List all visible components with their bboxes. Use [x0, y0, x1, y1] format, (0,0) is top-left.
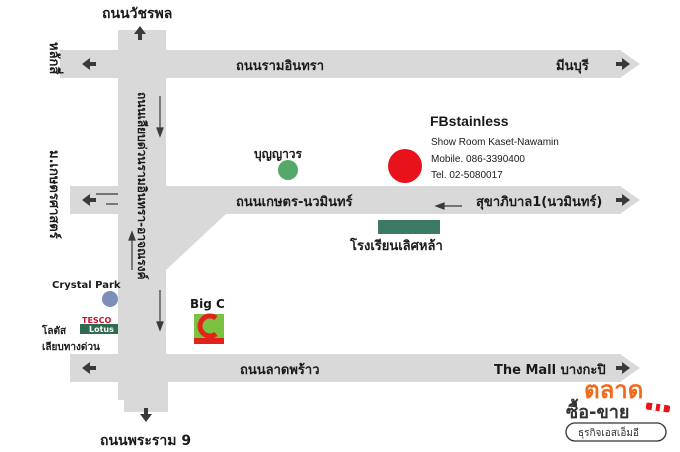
- label-bigc: Big C: [190, 297, 225, 311]
- road-network: [60, 30, 640, 412]
- label-road-north: ถนนวัชรพล: [102, 6, 172, 22]
- arrow-east-mid-icon: [616, 194, 630, 206]
- bigc-logo-icon: [194, 313, 224, 344]
- road-ram-inthra: [60, 50, 640, 78]
- road-rama9-stub: [124, 382, 168, 412]
- label-road-south: ถนนพระราม 9: [100, 433, 191, 449]
- label-lak-si: หลักสี่: [46, 42, 64, 74]
- tesco-brand-text: TESCO: [82, 316, 112, 325]
- label-crystal-park: Crystal Park: [52, 280, 121, 291]
- road-diagonal-band: [166, 214, 226, 270]
- lane-arrows: [96, 96, 462, 332]
- logo-line3: ธุรกิจเอสเอ็มอี: [578, 425, 639, 439]
- label-min-buri: มีนบุรี: [556, 58, 589, 74]
- label-the-mall: The Mall บางกะปิ: [494, 363, 606, 378]
- shop-location-marker-icon: [388, 149, 422, 183]
- label-road-bypass: ถนนเลียบด่วนรามอินทรา-อาจณรงค์: [135, 92, 149, 280]
- label-sukhaphiban1: สุขาภิบาล1(นวมินทร์): [476, 194, 602, 210]
- arrow-south-icon: [140, 408, 152, 422]
- shop-mobile: Mobile. 086-3390400: [431, 154, 525, 165]
- road-vertical-main: [118, 30, 166, 400]
- label-lotus-line2: เลียบทางด่วน: [42, 341, 100, 353]
- school-marker-icon: [378, 220, 440, 234]
- label-bunyawat: บุญญาวร: [254, 147, 303, 162]
- label-road-ram-inthra: ถนนรามอินทรา: [236, 59, 324, 74]
- talad-logo: ตลาด ซื้อ-ขาย ธุรกิจเอสเอ็มอี: [565, 376, 671, 442]
- shop-tel: Tel. 02-5080017: [431, 170, 503, 181]
- crystal-park-marker-icon: [102, 291, 118, 307]
- arrow-west-top-icon: [82, 58, 96, 70]
- road-lat-phrao: [70, 354, 640, 382]
- logo-line1: ตลาด: [584, 376, 643, 404]
- shop-showroom: Show Room Kaset-Nawamin: [431, 137, 559, 148]
- label-kaset-sat: ม.เกษตรศาสตร์: [46, 150, 62, 239]
- shop-name: FBstainless: [430, 113, 509, 129]
- arrow-east-bottom-icon: [616, 362, 630, 374]
- park-marker-icon: [278, 160, 298, 180]
- label-school: โรงเรียนเลิศหล้า: [349, 237, 443, 254]
- logo-line2: ซื้อ-ขาย: [566, 398, 629, 423]
- arrow-east-top-icon: [616, 58, 630, 70]
- arrow-north-icon: [134, 26, 146, 40]
- lotus-brand-text: Lotus: [89, 325, 114, 334]
- arrow-west-bottom-icon: [82, 362, 96, 374]
- arrow-west-mid-icon: [82, 194, 96, 206]
- label-road-kaset-nawamin: ถนนเกษตร-นวมินทร์: [236, 194, 353, 210]
- label-road-lat-phrao: ถนนลาดพร้าว: [240, 362, 320, 378]
- direction-arrows: [82, 26, 630, 422]
- logo-pencil-icon: [645, 402, 671, 413]
- road-kaset-nawamin: [70, 186, 640, 214]
- tesco-lotus-logo: TESCO Lotus: [80, 316, 118, 334]
- label-lotus-line1: โลตัส: [41, 324, 67, 337]
